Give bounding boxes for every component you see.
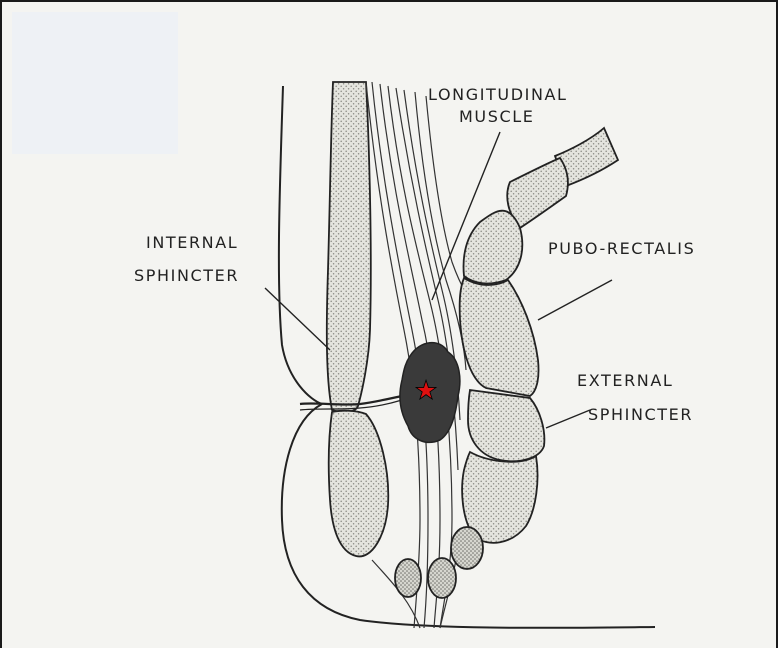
- label-external-line2: SPHINCTER: [588, 405, 693, 424]
- pubo-rectalis-mid: [464, 211, 523, 284]
- label-internal-line2: SPHINCTER: [134, 266, 239, 285]
- subcutaneous-oval-3: [395, 559, 421, 597]
- external-sphincter-deep: [468, 390, 544, 461]
- label-internal-line1: INTERNAL: [146, 233, 238, 252]
- internal-sphincter-lower: [329, 411, 389, 557]
- subcutaneous-oval-2: [428, 558, 456, 598]
- leader-external: [546, 410, 590, 428]
- pubo-rectalis-upper: [507, 158, 568, 228]
- pubo-rectalis-lower: [460, 278, 539, 396]
- label-longitudinal-line2: MUSCLE: [459, 107, 534, 126]
- label-pubo-rectalis: PUBO-RECTALIS: [548, 239, 695, 258]
- subcutaneous-oval-1: [451, 527, 483, 569]
- label-longitudinal-line1: LONGITUDINAL: [428, 85, 568, 104]
- leader-pubo: [538, 280, 612, 320]
- internal-sphincter-shape: [327, 82, 371, 412]
- leader-internal: [265, 288, 330, 350]
- label-external-line1: EXTERNAL: [577, 371, 673, 390]
- red-star-marker: ★: [414, 376, 437, 406]
- canal-outline-left: [279, 86, 322, 404]
